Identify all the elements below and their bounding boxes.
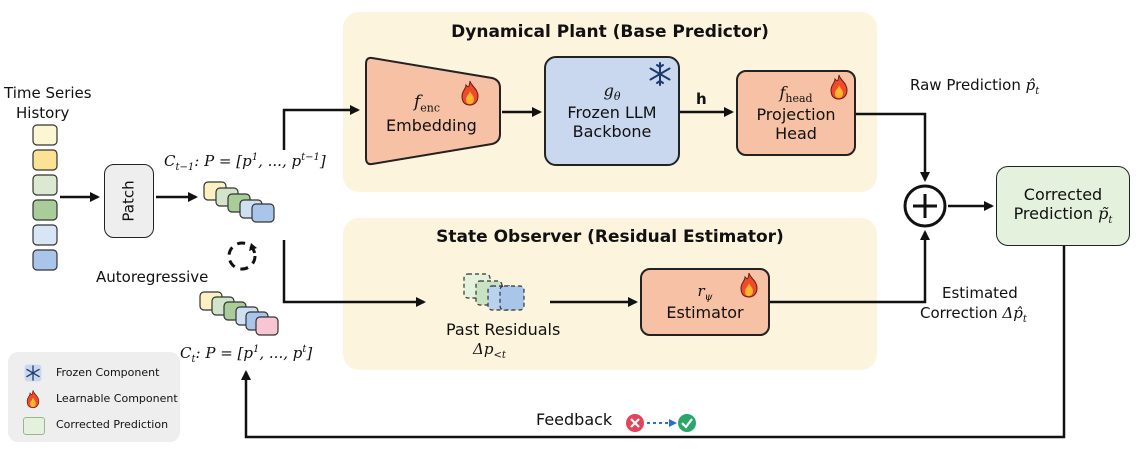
corrected-prediction-box: Corrected Prediction p̃t (996, 166, 1130, 246)
tokens-to-encoder-arrow (282, 105, 360, 150)
estimator-to-sum-arrow (770, 230, 930, 304)
estimator-label: Estimator (666, 303, 744, 322)
history-step (32, 249, 58, 271)
encoder-symbol: fenc (414, 92, 441, 115)
backbone-line2: Backbone (572, 122, 652, 142)
estimated-correction-line1: Estimated (942, 284, 1018, 302)
legend: Frozen Component Learnable Component Cor… (8, 352, 180, 442)
loop-icon (227, 241, 257, 271)
history-step (32, 199, 58, 221)
patch-box: Patch (104, 164, 154, 238)
backbone-box: gθ Frozen LLM Backbone (544, 56, 680, 166)
observer-title: State Observer (Residual Estimator) (436, 227, 784, 247)
history-step (32, 124, 58, 146)
past-residuals-symbol: Δp<t (473, 340, 506, 361)
history-title-line1: Time Series (4, 84, 92, 102)
head-line2: Head (775, 124, 817, 144)
history-step (32, 149, 58, 171)
legend-learnable-label: Learnable Component (56, 392, 178, 405)
fire-icon (830, 74, 848, 100)
fire-icon (740, 272, 758, 298)
patch-label: Patch (119, 180, 138, 222)
h-label: h (696, 90, 707, 108)
estimator-symbol: rψ (697, 282, 713, 303)
backbone-symbol: gθ (603, 80, 621, 104)
history-step (32, 174, 58, 196)
estimated-correction-line2: Correction Δp̂t (920, 304, 1027, 325)
sum-junction (903, 184, 947, 228)
history-step (32, 224, 58, 246)
history-stack (32, 124, 58, 271)
token-stack-prev (203, 181, 275, 223)
fire-icon (26, 390, 40, 409)
token-stack-curr (199, 291, 279, 336)
tokens-to-residuals-arrow (282, 240, 426, 307)
past-residuals-label: Past Residuals (446, 320, 561, 339)
reject-icon (626, 414, 644, 432)
legend-corrected-label: Corrected Prediction (56, 418, 169, 431)
encoder-label: Embedding (386, 116, 477, 135)
autoregressive-label: Autoregressive (96, 268, 209, 286)
fire-icon (461, 80, 479, 106)
snowflake-icon (24, 364, 42, 382)
encoder-shape (365, 56, 501, 166)
past-residuals-icon (463, 273, 525, 311)
context-curr-label: Ct: P = [p1, ..., pt] (180, 344, 313, 365)
raw-prediction-label: Raw Prediction p̂t (910, 76, 1040, 97)
history-title-line2: History (16, 104, 70, 122)
snowflake-icon (647, 61, 673, 87)
plant-title: Dynamical Plant (Base Predictor) (451, 22, 769, 42)
head-box: fhead Projection Head (736, 70, 856, 156)
head-line1: Projection (756, 105, 836, 125)
observer-panel: State Observer (Residual Estimator) (343, 218, 877, 370)
feedback-loop-arrow (241, 246, 1066, 439)
corrected-line2: Prediction p̃t (1013, 204, 1113, 227)
feedback-label: Feedback (536, 410, 613, 429)
corrected-line1: Corrected (1023, 185, 1103, 205)
head-to-sum-arrow (856, 112, 930, 182)
context-prev-label: Ct−1: P = [p1, ..., pt−1] (164, 152, 326, 173)
legend-corrected-swatch (23, 417, 45, 435)
accept-icon (678, 414, 696, 432)
legend-frozen-label: Frozen Component (56, 366, 160, 379)
backbone-line1: Frozen LLM (567, 103, 657, 123)
head-symbol: fhead (779, 82, 813, 106)
